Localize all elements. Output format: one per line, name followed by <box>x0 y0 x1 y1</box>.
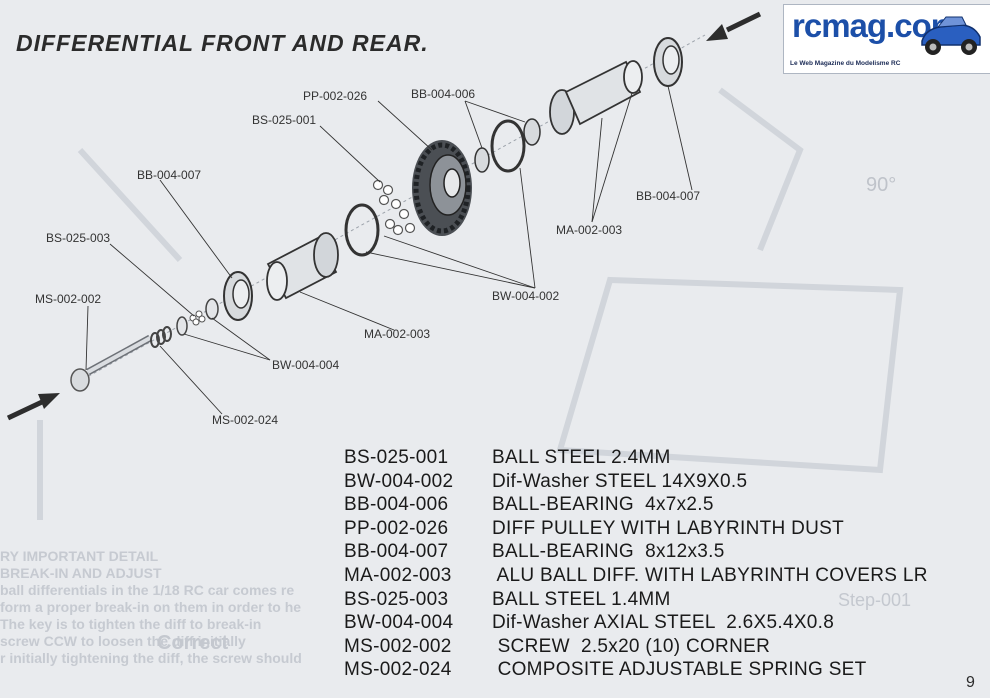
callout-bw-004-002: BW-004-002 <box>492 289 559 303</box>
part-code: BS-025-003 <box>344 588 449 610</box>
part-description: BALL-BEARING 4x7x2.5 <box>492 494 714 516</box>
parts-row: BS-025-001 BALL STEEL 2.4MM <box>344 446 964 470</box>
background-bleed-text: RY IMPORTANT DETAIL BREAK-IN AND ADJUST … <box>0 548 400 667</box>
parts-row: BW-004-004 Dif-Washer AXIAL STEEL 2.6X5.… <box>344 611 964 635</box>
part-description: COMPOSITE ADJUSTABLE SPRING SET <box>492 659 867 681</box>
rc-car-icon <box>921 16 981 55</box>
part-code: PP-002-026 <box>344 517 449 539</box>
balls-bs-025-003 <box>189 310 206 326</box>
screw-ms-002-002 <box>70 334 152 392</box>
part-code: BW-004-004 <box>344 612 454 634</box>
bleed-step: Step-001 <box>838 590 912 610</box>
part-code: BW-004-002 <box>344 470 454 492</box>
parts-row: MA-002-003 ALU BALL DIFF. WITH LABYRINTH… <box>344 564 964 588</box>
balls-bs-025-001 <box>372 179 416 236</box>
arrow-icon <box>706 11 762 41</box>
callout-bw-004-004: BW-004-004 <box>272 358 339 372</box>
callout-bs-025-003: BS-025-003 <box>46 231 110 245</box>
bearings-bb-004-006 <box>474 118 541 173</box>
parts-row: MS-002-024 COMPOSITE ADJUSTABLE SPRING S… <box>344 658 964 682</box>
page-title: DIFFERENTIAL FRONT AND REAR. <box>16 30 429 56</box>
parts-row: PP-002-026 DIFF PULLEY WITH LABYRINTH DU… <box>344 517 964 541</box>
pulley-pp-002-026 <box>412 140 472 236</box>
bleed-line: BREAK-IN AND ADJUST <box>0 565 162 581</box>
parts-row: BW-004-002 Dif-Washer STEEL 14X9X0.5 <box>344 470 964 494</box>
part-code: MS-002-024 <box>344 659 452 681</box>
washer-bw-004-002-right <box>490 119 526 173</box>
bleed-line: form a proper break-in on them in order … <box>0 599 302 615</box>
part-description: Dif-Washer STEEL 14X9X0.5 <box>492 470 748 492</box>
part-description: DIFF PULLEY WITH LABYRINTH DUST <box>492 517 845 539</box>
callout-bb-004-007-right: BB-004-007 <box>636 189 700 203</box>
bleed-line: r initially tightening the diff, the scr… <box>0 650 302 666</box>
part-description: SCREW 2.5x20 (10) CORNER <box>492 635 771 657</box>
bleed-angle: 90° <box>866 174 897 196</box>
bearing-bb-004-007-left <box>223 271 253 321</box>
callout-ms-002-002: MS-002-002 <box>35 292 101 306</box>
part-code: MA-002-003 <box>344 564 452 586</box>
leader-lines <box>85 85 693 415</box>
site-logo[interactable]: rcmag.com Le Web Magazine du Modelisme R… <box>783 4 990 74</box>
part-code: MS-002-002 <box>344 635 452 657</box>
parts-row: BS-025-003 BALL STEEL 1.4MM <box>344 588 964 612</box>
callout-ma-002-003-right: MA-002-003 <box>556 223 622 237</box>
part-code: BS-025-001 <box>344 447 449 468</box>
bleed-correct: Correct <box>157 632 229 654</box>
diff-half-ma-002-003-left <box>266 232 339 301</box>
callout-ms-002-024: MS-002-024 <box>212 413 278 427</box>
parts-row: BB-004-006 BALL-BEARING 4x7x2.5 <box>344 493 964 517</box>
axial-washers-bw-004-004 <box>176 298 219 336</box>
callout-bb-004-006: BB-004-006 <box>411 87 475 101</box>
diff-half-ma-002-003-right <box>549 60 643 135</box>
bleed-line: ball differentials in the 1/18 RC car co… <box>0 582 295 598</box>
part-description: BALL STEEL 1.4MM <box>492 588 671 610</box>
washer-bw-004-002-left <box>344 203 380 257</box>
spring-ms-002-024 <box>150 326 172 348</box>
callout-pp-002-026: PP-002-026 <box>303 89 367 103</box>
callout-ma-002-003-left: MA-002-003 <box>364 327 430 341</box>
logo-tagline: Le Web Magazine du Modelisme RC <box>790 60 901 67</box>
callout-bs-025-001: BS-025-001 <box>252 113 316 127</box>
callout-bb-004-007-left: BB-004-007 <box>137 168 201 182</box>
bleed-line: screw CCW to loosen the diff initially <box>0 633 246 649</box>
page-number: 9 <box>966 674 975 691</box>
parts-row: MS-002-002 SCREW 2.5x20 (10) CORNER <box>344 635 964 659</box>
parts-list: BS-025-001 BALL STEEL 2.4MM BW-004-002 D… <box>344 446 964 682</box>
parts-row: BB-004-007 BALL-BEARING 8x12x3.5 <box>344 540 964 564</box>
part-description: BALL STEEL 2.4MM <box>492 447 671 468</box>
part-description: Dif-Washer AXIAL STEEL 2.6X5.4X0.8 <box>492 612 835 634</box>
bleed-line: The key is to tighten the diff to break-… <box>0 616 262 632</box>
bleed-line: RY IMPORTANT DETAIL <box>0 548 159 564</box>
part-description: BALL-BEARING 8x12x3.5 <box>492 541 725 563</box>
arrow-icon <box>6 393 60 421</box>
part-code: BB-004-007 <box>344 541 449 563</box>
part-code: BB-004-006 <box>344 494 449 516</box>
background-bleed-shapes <box>37 87 904 520</box>
bearing-bb-004-007-right <box>653 37 683 87</box>
part-description: ALU BALL DIFF. WITH LABYRINTH COVERS LR <box>492 564 928 586</box>
